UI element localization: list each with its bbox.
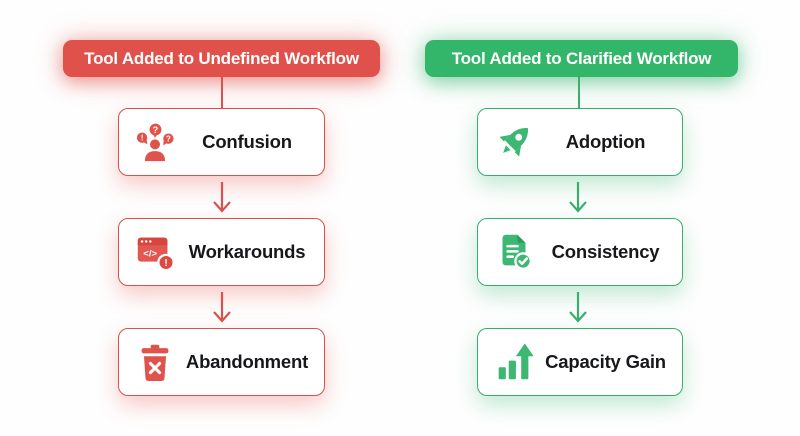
clarified-workflow-header: Tool Added to Clarified Workflow bbox=[425, 40, 738, 77]
step-box-consistency: Consistency bbox=[477, 218, 683, 286]
growth-chart-icon bbox=[498, 343, 534, 380]
step-box-workarounds: </> ! Workarounds bbox=[118, 218, 325, 286]
down-arrow-icon bbox=[569, 182, 587, 213]
svg-text:?: ? bbox=[153, 125, 159, 135]
rocket-icon bbox=[499, 128, 528, 157]
document-check-icon bbox=[502, 234, 532, 270]
step-box-adoption: Adoption bbox=[477, 108, 683, 176]
down-arrow-icon bbox=[569, 292, 587, 323]
step-label: Capacity Gain bbox=[545, 351, 666, 372]
down-arrow-icon bbox=[213, 182, 231, 213]
code-window-warning-icon: </> ! bbox=[137, 237, 175, 272]
svg-text:</>: </> bbox=[143, 248, 157, 259]
step-label: Adoption bbox=[565, 131, 646, 152]
undefined-workflow-header: Tool Added to Undefined Workflow bbox=[63, 40, 380, 77]
step-box-abandonment: Abandonment bbox=[118, 328, 325, 396]
step-label: Confusion bbox=[202, 131, 292, 152]
svg-text:?: ? bbox=[166, 135, 171, 144]
connector-line-right bbox=[578, 76, 580, 109]
trash-delete-icon bbox=[141, 344, 169, 381]
step-label: Workarounds bbox=[188, 241, 306, 262]
step-label: Abandonment bbox=[185, 351, 309, 372]
confused-person-icon: ? ! ? bbox=[136, 123, 174, 162]
step-box-capacity-gain: Capacity Gain bbox=[477, 328, 683, 396]
connector-line-left bbox=[221, 76, 223, 109]
svg-text:!: ! bbox=[141, 134, 144, 143]
svg-text:!: ! bbox=[164, 258, 167, 269]
step-label: Consistency bbox=[551, 241, 660, 262]
down-arrow-icon bbox=[213, 292, 231, 323]
step-box-confusion: ? ! ? Confusion bbox=[118, 108, 325, 176]
